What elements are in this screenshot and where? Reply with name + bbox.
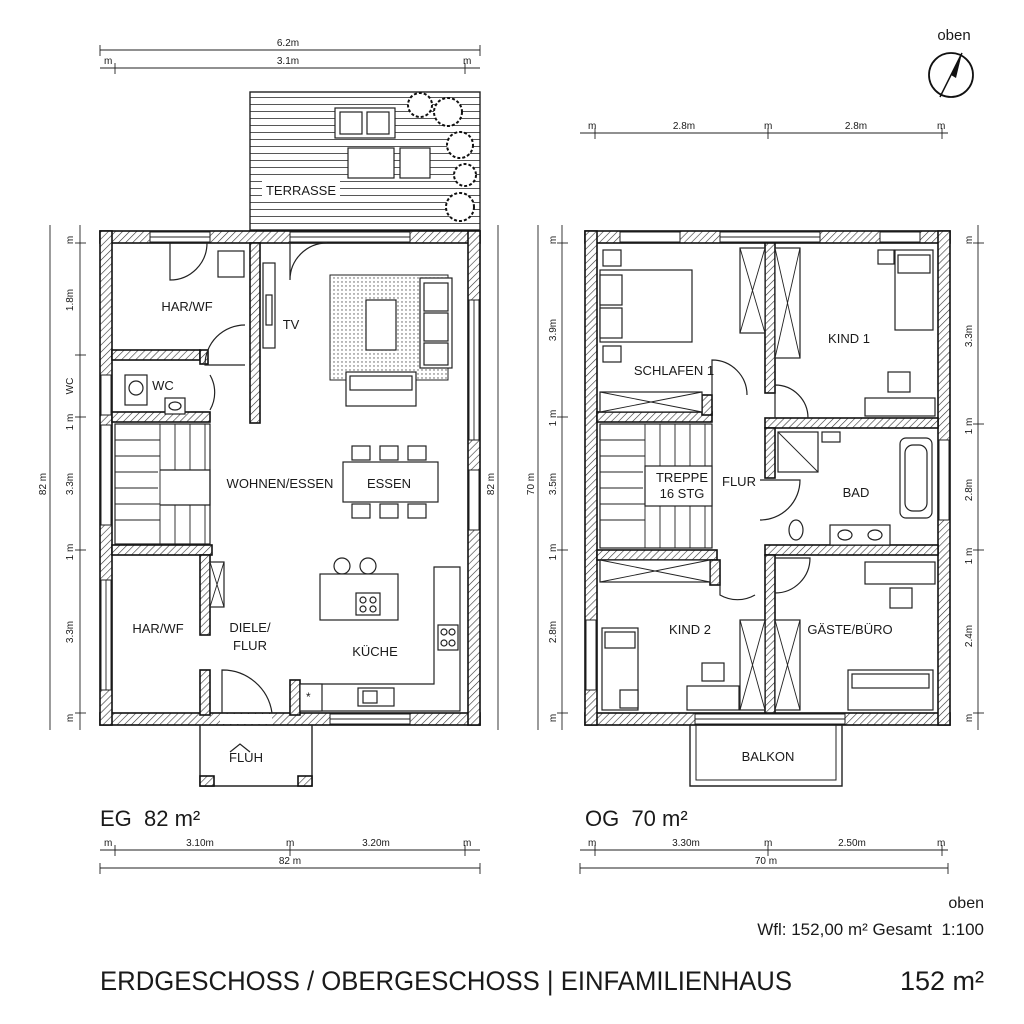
eg-doors: [169, 242, 328, 714]
room-label-treppe-1: TREPPE: [656, 470, 708, 485]
eg-dim-left-total: 82 m: [38, 473, 49, 495]
eg-dim-bottom-total: 82 m: [279, 856, 301, 867]
eg-dim-m: m: [65, 236, 76, 244]
og-dim-m: m: [964, 714, 975, 722]
eg-dim-m: m: [65, 714, 76, 722]
room-label-bad: BAD: [843, 485, 870, 500]
og-dim-top-1: 2.8m: [673, 121, 695, 132]
og-dim-bottom-total: 70 m: [755, 856, 777, 867]
og-dim-left-1: 3.9m: [548, 319, 559, 341]
og-dim-m: m: [937, 121, 945, 132]
room-label-flur-entry: FLUH: [229, 750, 263, 765]
eg-dim-top-inner: 3.1m: [277, 56, 299, 67]
og-floor-label: OG 70 m²: [585, 806, 688, 831]
og-dim-right-3: 2.8m: [964, 479, 975, 501]
room-label-diele-1: DIELE/: [229, 620, 271, 635]
og-doors: [711, 359, 811, 601]
og-dimensions: 2.8m 2.8m m m m 3.9m 1 m 3.5m 1 m 2.8m 7…: [526, 121, 984, 874]
og-dim-bottom-2: 2.50m: [838, 838, 866, 849]
og-dim-m: m: [548, 236, 559, 244]
eg-dim-bottom-1: 3.10m: [186, 838, 214, 849]
og-dim-left-2: 1 m: [548, 410, 559, 427]
room-label-kueche: KÜCHE: [352, 644, 398, 659]
room-label-treppe-2: 16 STG: [660, 486, 705, 501]
eg-dim-left-2: 1 m: [65, 414, 76, 431]
room-label-terrasse: TERRASSE: [266, 183, 336, 198]
eg-dim-left-3: 3.3m: [65, 473, 76, 495]
room-label-kind1: KIND 1: [828, 331, 870, 346]
og-balcony: [689, 725, 843, 787]
og-dim-m: m: [764, 838, 772, 849]
total-area: 152 m²: [900, 966, 984, 996]
eg-dim-m: m: [463, 838, 471, 849]
room-label-wc: WC: [152, 378, 174, 393]
og-dim-m: m: [964, 236, 975, 244]
svg-text:*: *: [306, 690, 311, 704]
room-label-diele-2: FLUR: [233, 638, 267, 653]
eg-entrance: [199, 725, 313, 787]
eg-dim-left-wc: WC: [65, 378, 76, 395]
og-dim-m: m: [588, 121, 596, 132]
og-dim-left-3: 3.5m: [548, 473, 559, 495]
og-dim-m: m: [937, 838, 945, 849]
eg-dimensions: 6.2m 3.1m m m 1.8m WC 1 m 3.3m 1 m 3.3m …: [38, 38, 499, 874]
eg-room-labels: HAR/WF WC TV WOHNEN/ESSEN ESSEN HAR/WF D…: [132, 299, 411, 765]
room-label-balkon: BALKON: [742, 749, 795, 764]
eg-dim-left-1: 1.8m: [65, 289, 76, 311]
drawing-title: ERDGESCHOSS / OBERGESCHOSS | EINFAMILIEN…: [100, 966, 792, 996]
eg-openings: [100, 231, 480, 725]
og-dim-left-5: 2.8m: [548, 621, 559, 643]
og-dim-bottom-1: 3.30m: [672, 838, 700, 849]
room-label-wohnen-essen: WOHNEN/ESSEN: [227, 476, 334, 491]
og-dim-m: m: [588, 838, 596, 849]
og-dim-right-2: 1 m: [964, 418, 975, 435]
room-label-har-wf-bottom: HAR/WF: [132, 621, 183, 636]
room-label-essen: ESSEN: [367, 476, 411, 491]
terrace: TERRASSE: [249, 91, 481, 231]
room-label-gaeste: GÄSTE/BÜRO: [807, 622, 892, 637]
og-dim-right-4: 1 m: [964, 548, 975, 565]
room-label-flur: FLUR: [722, 474, 756, 489]
og-dim-right-5: 2.4m: [964, 625, 975, 647]
eg-dim-right-total: 82 m: [486, 473, 497, 495]
eg-floor-label: EG 82 m²: [100, 806, 200, 831]
plants: [407, 92, 477, 222]
og-room-labels: SCHLAFEN 1 KIND 1 TREPPE 16 STG FLUR BAD…: [634, 331, 893, 764]
og-dim-left-total: 70 m: [526, 473, 537, 495]
eg-dim-m: m: [463, 56, 471, 67]
og-dim-m: m: [764, 121, 772, 132]
og-dim-top-2: 2.8m: [845, 121, 867, 132]
north-arrow: oben: [928, 27, 974, 98]
room-label-tv: TV: [283, 317, 300, 332]
og-dim-m: m: [548, 714, 559, 722]
north-label: oben: [937, 27, 970, 44]
room-label-schlafen: SCHLAFEN 1: [634, 363, 714, 378]
eg-dim-bottom-2: 3.20m: [362, 838, 390, 849]
og-dim-right-1: 3.3m: [964, 325, 975, 347]
og-furniture: [599, 247, 936, 711]
eg-dim-top-total: 6.2m: [277, 38, 299, 49]
eg-dim-m: m: [286, 838, 294, 849]
eg-dim-m: m: [104, 838, 112, 849]
room-label-har-wf-top: HAR/WF: [161, 299, 212, 314]
eg-dim-left-5: 3.3m: [65, 621, 76, 643]
eg-furniture: *: [114, 250, 461, 712]
room-label-kind2: KIND 2: [669, 622, 711, 637]
eg-dim-m: m: [104, 56, 112, 67]
eg-dim-left-4: 1 m: [65, 544, 76, 561]
og-openings: [585, 231, 950, 725]
footer-info: Wfl: 152,00 m² Gesamt 1:100: [757, 920, 984, 939]
og-dim-left-4: 1 m: [548, 544, 559, 561]
footer-oben: oben: [948, 895, 984, 912]
